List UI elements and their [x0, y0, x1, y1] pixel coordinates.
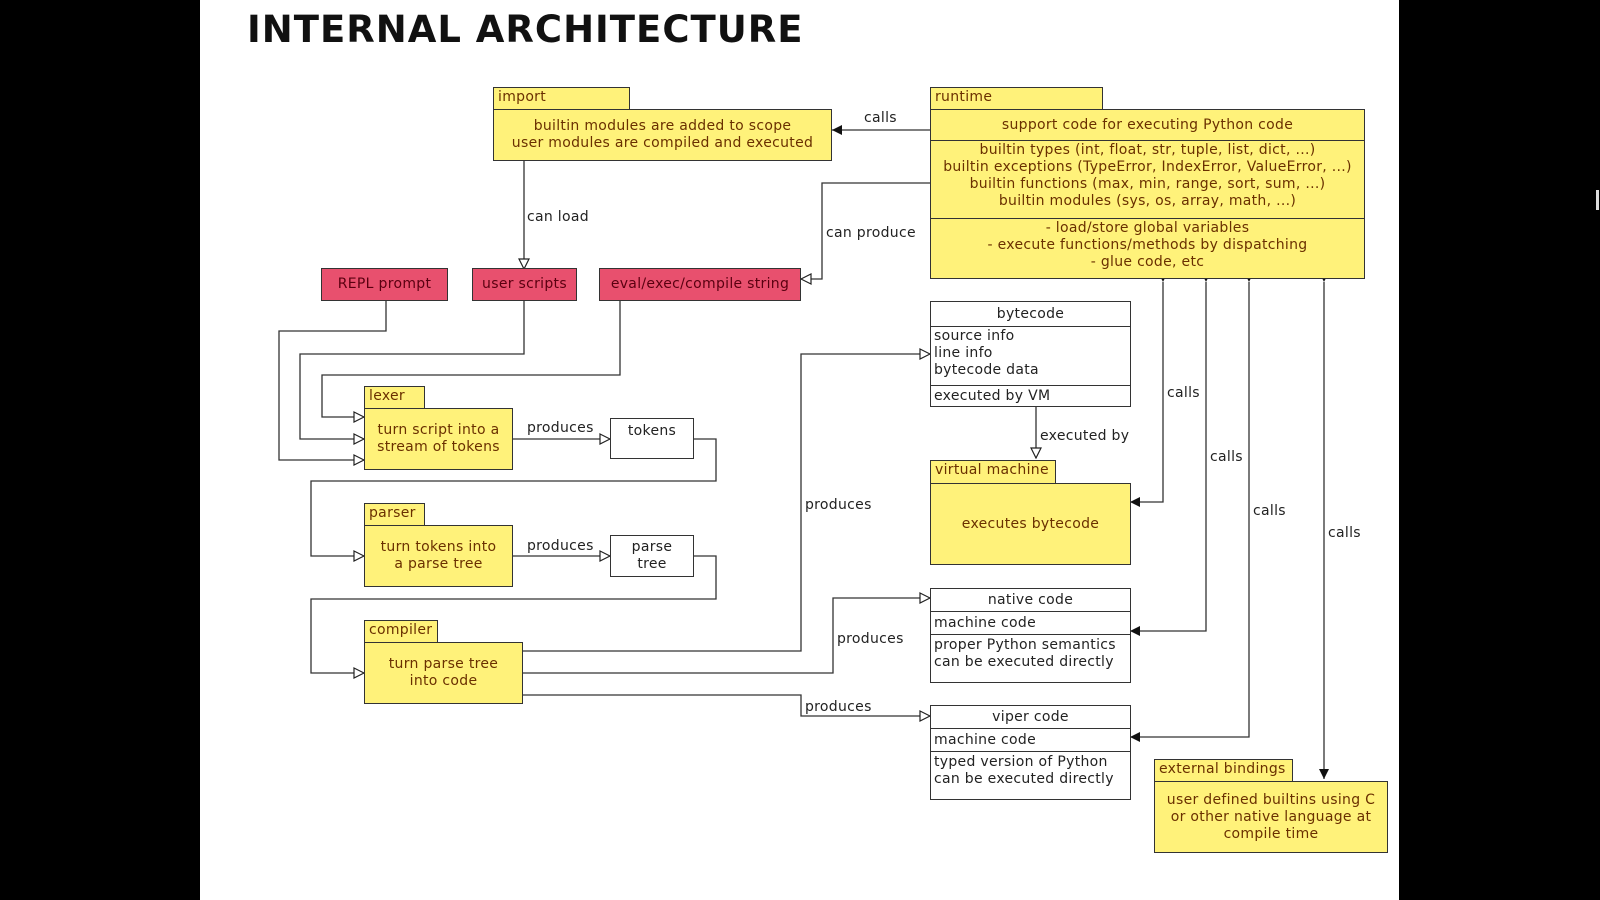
- bindings-line: user defined builtins using C: [1166, 791, 1376, 808]
- import-box: builtin modules are added to scope user …: [493, 109, 832, 161]
- bytecode-title: bytecode: [996, 306, 1065, 322]
- runtime-task-line: - load/store global variables: [1045, 220, 1250, 236]
- parser-line: turn tokens into: [380, 539, 497, 555]
- runtime-task-line: - execute functions/methods by dispatchi…: [987, 237, 1308, 253]
- lexer-box: turn script into a stream of tokens: [364, 408, 513, 470]
- runtime-box: support code for executing Python code b…: [930, 109, 1365, 279]
- label-compiler-bytecode: produces: [805, 497, 872, 513]
- repl-prompt-box: REPL prompt: [321, 268, 448, 301]
- vm-tab: virtual machine: [930, 460, 1056, 483]
- native-code-box: native code machine code proper Python s…: [930, 588, 1131, 683]
- label-calls-native: calls: [1210, 449, 1243, 465]
- lexer-line: stream of tokens: [377, 439, 500, 455]
- import-line: builtin modules are added to scope: [533, 118, 792, 134]
- edge-repl-lexer: [278, 301, 387, 460]
- label-compiler-viper: produces: [805, 699, 872, 715]
- edge-runtime-native: [1130, 272, 1211, 636]
- label-calls-ext: calls: [1328, 525, 1361, 541]
- bindings-tab: external bindings: [1154, 759, 1293, 781]
- viper-code-box: viper code machine code typed version of…: [930, 705, 1131, 800]
- native-desc-line: can be executed directly: [934, 654, 1114, 670]
- edge-runtime-viper: [1130, 272, 1254, 742]
- runtime-builtin-line: builtin types (int, float, str, tuple, l…: [979, 142, 1316, 158]
- parser-tab: parser: [364, 503, 425, 525]
- parser-box: turn tokens into a parse tree: [364, 525, 513, 587]
- viper-title: viper code: [992, 709, 1069, 725]
- viper-row: machine code: [931, 728, 1130, 751]
- viper-desc: typed version of Python can be executed …: [931, 751, 1130, 788]
- eval-string-box: eval/exec/compile string: [599, 268, 801, 301]
- native-title: native code: [987, 592, 1074, 608]
- label-compiler-native: produces: [837, 631, 904, 647]
- runtime-builtin-line: builtin modules (sys, os, array, math, .…: [998, 193, 1297, 209]
- bindings-line: compile time: [1223, 825, 1319, 842]
- bytecode-info-line: bytecode data: [934, 362, 1039, 378]
- bindings-box: user defined builtins using C or other n…: [1154, 781, 1388, 853]
- parse-tree-box: parse tree: [610, 535, 694, 577]
- viper-desc-line: typed version of Python: [934, 754, 1108, 770]
- label-lexer-produces: produces: [527, 420, 594, 436]
- label-executed-by: executed by: [1040, 428, 1130, 444]
- text-cursor-icon: [1596, 190, 1599, 210]
- runtime-tab: runtime: [930, 87, 1103, 109]
- user-scripts-box: user scripts: [472, 268, 577, 301]
- compiler-box: turn parse tree into code: [364, 642, 523, 704]
- compiler-line: turn parse tree: [388, 656, 499, 672]
- runtime-tasks: - load/store global variables - execute …: [931, 218, 1364, 271]
- lexer-line: turn script into a: [377, 422, 500, 438]
- bytecode-info-line: source info: [934, 328, 1015, 344]
- bindings-line: or other native language at: [1170, 808, 1372, 825]
- label-calls-viper: calls: [1253, 503, 1286, 519]
- edge-runtime-vm: [1130, 272, 1168, 507]
- compiler-line: into code: [409, 673, 478, 689]
- edge-tokens-parser: [310, 438, 717, 556]
- edge-compiler-viper: [523, 694, 930, 716]
- label-parser-produces: produces: [527, 538, 594, 554]
- bytecode-exec: executed by VM: [931, 385, 1130, 407]
- native-row: machine code: [931, 611, 1130, 634]
- edge-scripts-lexer: [299, 301, 525, 439]
- runtime-builtin-line: builtin exceptions (TypeError, IndexErro…: [943, 159, 1352, 175]
- parse-tree-line: parse: [631, 539, 673, 555]
- edge-eval-lexer: [321, 301, 621, 417]
- label-can-load: can load: [527, 209, 589, 225]
- edge-compiler-bytecode: [523, 354, 930, 652]
- bytecode-info: source info line info bytecode data: [931, 326, 1130, 385]
- viper-desc-line: can be executed directly: [934, 771, 1114, 787]
- lexer-tab: lexer: [364, 386, 425, 408]
- import-tab: import: [493, 87, 630, 109]
- bytecode-info-line: line info: [934, 345, 993, 361]
- vm-box: executes bytecode: [930, 483, 1131, 565]
- import-line: user modules are compiled and executed: [511, 135, 814, 151]
- edge-runtime-eval: [801, 182, 930, 279]
- native-desc: proper Python semantics can be executed …: [931, 634, 1130, 671]
- runtime-builtin-line: builtin functions (max, min, range, sort…: [969, 176, 1326, 192]
- runtime-task-line: - glue code, etc: [1090, 254, 1205, 270]
- runtime-builtins: builtin types (int, float, str, tuple, l…: [931, 140, 1364, 218]
- label-calls-import: calls: [864, 110, 897, 126]
- label-can-produce: can produce: [826, 225, 916, 241]
- edge-tree-compiler: [310, 555, 717, 673]
- bytecode-box: bytecode source info line info bytecode …: [930, 301, 1131, 407]
- parse-tree-line: tree: [637, 556, 667, 572]
- runtime-header: support code for executing Python code: [1001, 117, 1294, 133]
- page-title: INTERNAL ARCHITECTURE: [247, 8, 804, 51]
- parser-line: a parse tree: [394, 556, 483, 572]
- compiler-tab: compiler: [364, 620, 438, 642]
- native-desc-line: proper Python semantics: [934, 637, 1116, 653]
- edge-compiler-native: [523, 598, 930, 674]
- label-calls-vm: calls: [1167, 385, 1200, 401]
- tokens-box: tokens: [610, 418, 694, 459]
